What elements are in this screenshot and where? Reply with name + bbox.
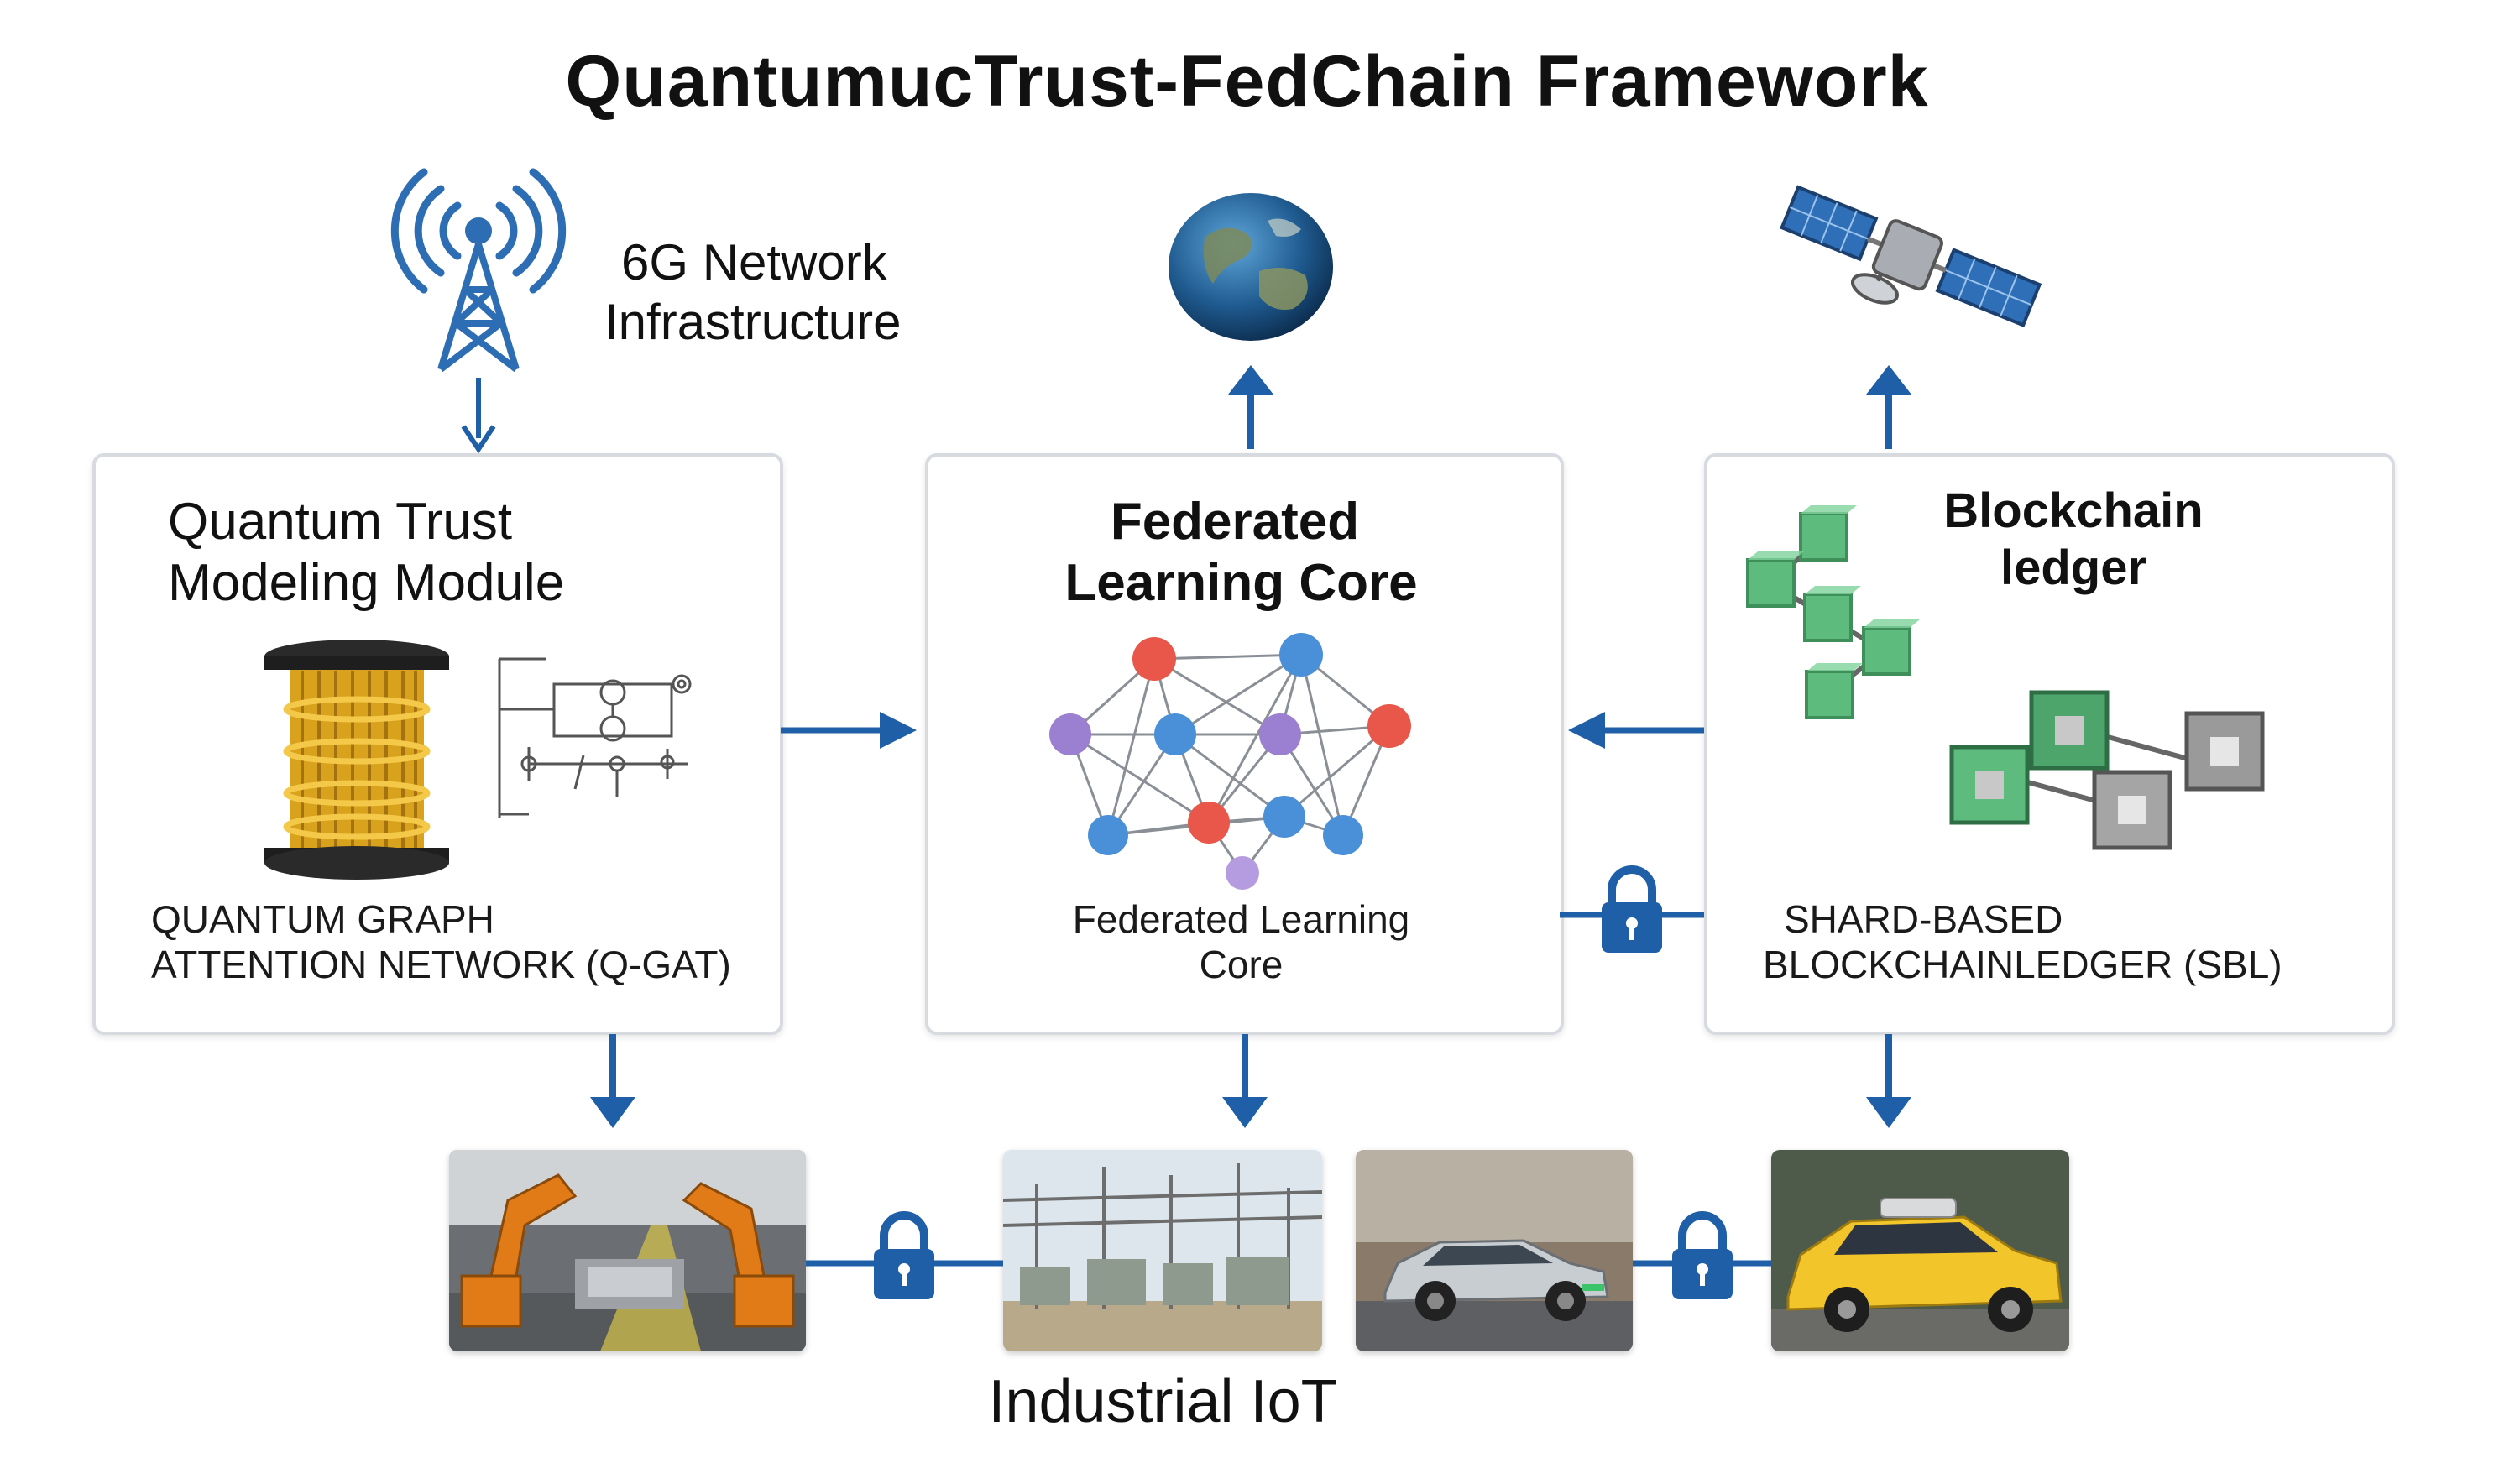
robotic-factory-image <box>449 1150 806 1351</box>
blockchain-blocks-icon <box>1746 505 2265 850</box>
arrow-blockchain-to-iot <box>1866 1034 1911 1128</box>
blockchain-title: Blockchain ledger <box>1943 483 2204 596</box>
industrial-iot-label: Industrial IoT <box>988 1368 1338 1435</box>
quantum-trust-module-box <box>92 453 783 1035</box>
arrow-core-to-globe <box>1228 365 1273 449</box>
blockchain-caption: SHARD-BASED BLOCKCHAINLEDGER (SBL) <box>1763 897 2282 987</box>
quantum-module-caption: QUANTUM GRAPH ATTENTION NETWORK (Q-GAT) <box>151 897 731 987</box>
neural-network-icon <box>1049 633 1411 890</box>
lock-icon <box>806 1211 1003 1299</box>
electric-car-image <box>1356 1150 1633 1351</box>
arrow-blockchain-to-federated <box>1568 712 1704 749</box>
power-substation-image <box>1003 1150 1322 1351</box>
arrow-federated-to-iot <box>1222 1034 1268 1128</box>
lock-icon <box>1560 865 1704 953</box>
autonomous-taxi-image <box>1771 1150 2069 1351</box>
infrastructure-label: 6G Network Infrastructure <box>604 234 902 350</box>
arrow-quantum-to-federated <box>781 712 917 749</box>
federated-learning-core-box <box>925 453 1564 1035</box>
diagram-title: QuantumucTrust-FedChain Framework <box>565 41 1929 122</box>
arrow-tower-to-quantum <box>461 378 496 454</box>
lock-icon <box>1633 1211 1771 1299</box>
quantum-chip-icon <box>264 640 449 880</box>
quantum-module-title: Quantum Trust Modeling Module <box>168 493 565 613</box>
satellite-icon <box>1780 185 2042 327</box>
federated-core-title: Federated Learning Core <box>1064 493 1418 613</box>
cell-tower-icon <box>390 168 567 373</box>
arrow-blockchain-to-satellite <box>1866 365 1911 449</box>
arrow-quantum-to-iot <box>590 1034 635 1128</box>
federated-core-caption: Federated Learning Core <box>1072 897 1410 987</box>
globe-icon <box>1169 193 1333 341</box>
quantum-circuit-icon <box>498 657 692 818</box>
